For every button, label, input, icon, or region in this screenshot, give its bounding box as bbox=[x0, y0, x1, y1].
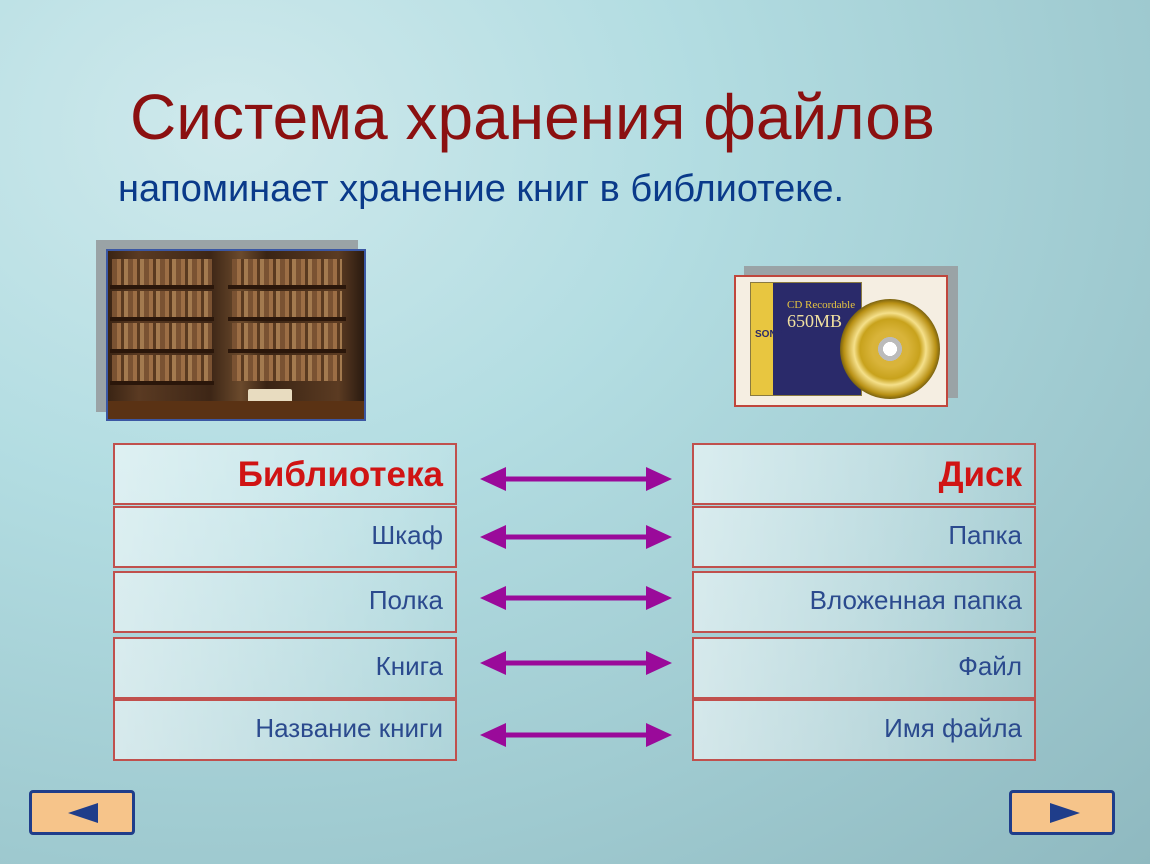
right-row-cell: Вложенная папка bbox=[692, 571, 1036, 633]
left-row-label: Полка bbox=[368, 585, 443, 615]
left-row-cell: Полка bbox=[113, 571, 457, 633]
right-row-cell: Файл bbox=[692, 637, 1036, 699]
left-row-cell: Шкаф bbox=[113, 506, 457, 568]
right-header: Диск bbox=[938, 455, 1022, 494]
left-row-cell: Книга bbox=[113, 637, 457, 699]
disc-label-line2: 650MB bbox=[787, 311, 843, 331]
double-arrow-icon bbox=[480, 723, 672, 747]
slide-subtitle: напоминает хранение книг в библиотеке. bbox=[118, 168, 845, 210]
left-row-cell: Название книги bbox=[113, 699, 457, 761]
left-row-label: Название книги bbox=[255, 713, 443, 743]
library-photo bbox=[106, 249, 366, 421]
right-row-cell: Имя файла bbox=[692, 699, 1036, 761]
disc-icon bbox=[840, 299, 940, 399]
disc-label-line1: CD Recordable bbox=[787, 299, 856, 311]
next-slide-button[interactable] bbox=[1009, 790, 1115, 835]
left-row-label: Книга bbox=[375, 651, 443, 681]
double-arrow-icon bbox=[480, 651, 672, 675]
left-row-label: Шкаф bbox=[371, 520, 443, 550]
right-row-label: Папка bbox=[948, 520, 1022, 550]
right-row-label: Файл bbox=[958, 651, 1022, 681]
triangle-left-icon bbox=[68, 803, 98, 823]
slide-title: Система хранения файлов bbox=[130, 81, 935, 153]
right-row-cell: Папка bbox=[692, 506, 1036, 568]
double-arrow-icon bbox=[480, 586, 672, 610]
double-arrow-icon bbox=[480, 467, 672, 491]
prev-slide-button[interactable] bbox=[29, 790, 135, 835]
left-header-cell: Библиотека bbox=[113, 443, 457, 505]
right-row-label: Вложенная папка bbox=[809, 585, 1022, 615]
double-arrow-icon bbox=[480, 525, 672, 549]
disc-brand-label: SONY bbox=[755, 329, 784, 340]
left-header: Библиотека bbox=[237, 455, 443, 494]
triangle-right-icon bbox=[1050, 803, 1080, 823]
right-header-cell: Диск bbox=[692, 443, 1036, 505]
right-row-label: Имя файла bbox=[884, 713, 1022, 743]
cd-recordable-photo: SONY CD Recordable 650MB bbox=[734, 275, 948, 407]
